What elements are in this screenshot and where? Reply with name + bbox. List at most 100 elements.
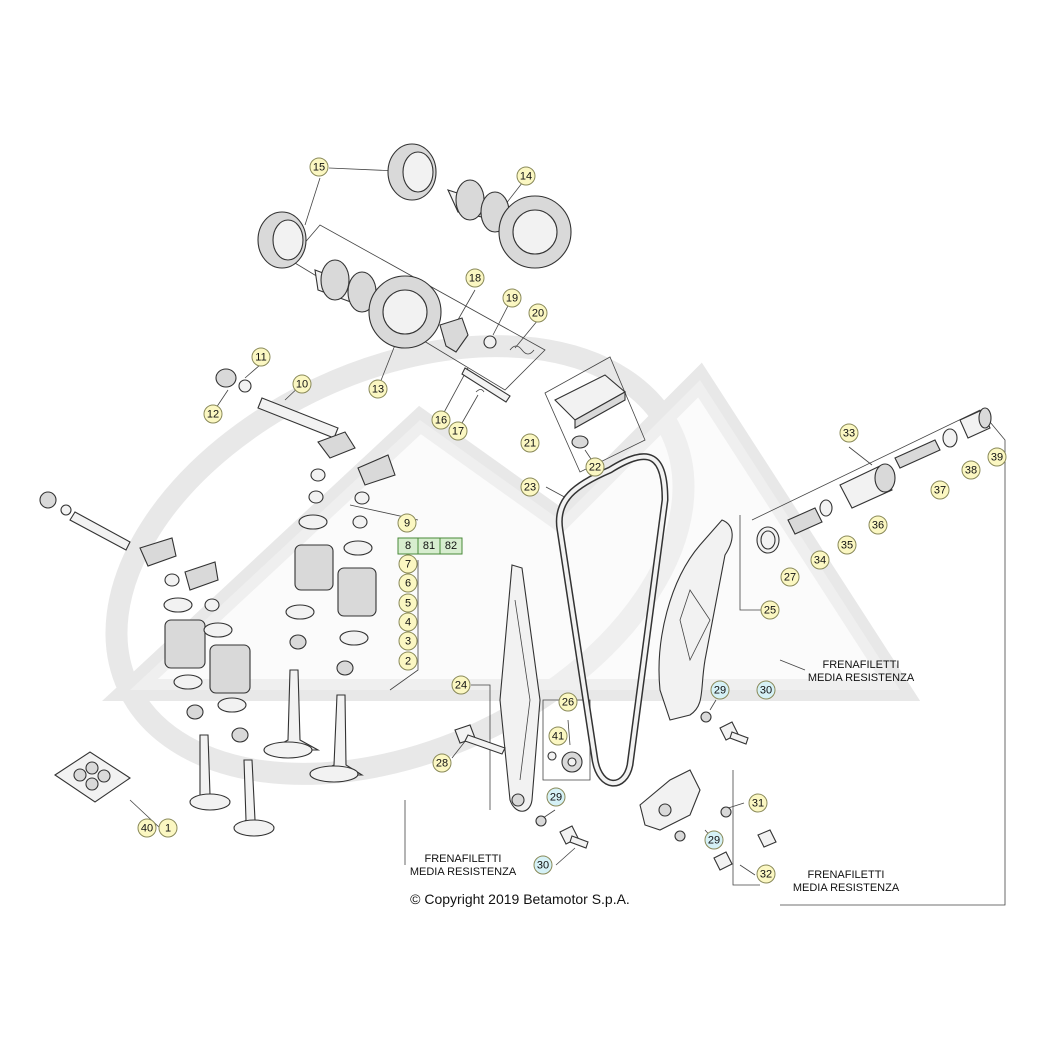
callout-circle	[704, 830, 724, 850]
callout-4: 4	[398, 612, 418, 632]
callout-circle	[548, 726, 568, 746]
callout-label: 36	[872, 520, 884, 532]
callout-circle	[398, 631, 418, 651]
callout-circle	[465, 268, 485, 288]
tensioner-assembly	[756, 407, 992, 554]
callout-label: 6	[405, 578, 411, 590]
callout-label: 4	[405, 617, 411, 629]
note-3-line1: FRENAFILETTI	[807, 869, 884, 881]
callout-29: 29	[704, 830, 724, 850]
callout-label: 40	[141, 823, 153, 835]
callout-circle	[398, 554, 418, 574]
callout-25: 25	[760, 600, 780, 620]
rocker-arms	[139, 431, 396, 591]
callout-9: 9	[397, 513, 417, 533]
callout-circle	[520, 433, 540, 453]
callout-label: 24	[455, 680, 467, 692]
callout-label: 7	[405, 559, 411, 571]
callout-circle	[533, 855, 553, 875]
callout-label: 3	[405, 636, 411, 648]
callout-circle	[398, 612, 418, 632]
callout-circle	[810, 550, 830, 570]
callout-32: 32	[756, 864, 776, 884]
chain-guide-blade	[499, 564, 541, 812]
callout-label: 31	[752, 798, 764, 810]
callout-label: 22	[589, 462, 601, 474]
callout-circle	[431, 410, 451, 430]
callout-circle	[961, 460, 981, 480]
callout-circle	[398, 651, 418, 671]
callout-28: 28	[432, 753, 452, 773]
callout-label: 15	[313, 162, 325, 174]
copyright-text: © Copyright 2019 Betamotor S.p.A.	[410, 891, 630, 907]
callout-20: 20	[528, 303, 548, 323]
callout-2: 2	[398, 651, 418, 671]
callout-label: 39	[991, 452, 1003, 464]
valves	[189, 669, 364, 837]
callout-label: 33	[843, 428, 855, 440]
callout-label: 10	[296, 379, 308, 391]
callout-circle	[432, 753, 452, 773]
callout-circle	[760, 600, 780, 620]
callout-label: 16	[435, 415, 447, 427]
callout-24: 24	[451, 675, 471, 695]
callout-label: 29	[708, 835, 720, 847]
callout-label: 18	[469, 273, 481, 285]
callout-22: 22	[585, 457, 605, 477]
callout-13: 13	[368, 379, 388, 399]
callout-31: 31	[748, 793, 768, 813]
tensioner-blade	[658, 519, 733, 721]
callout-circle	[397, 513, 417, 533]
callout-3: 3	[398, 631, 418, 651]
callout-41: 41	[548, 726, 568, 746]
watermark-logo	[102, 335, 921, 785]
callout-39: 39	[987, 447, 1007, 467]
callout-label: 5	[405, 598, 411, 610]
callout-label: 17	[452, 426, 464, 438]
callout-12: 12	[203, 404, 223, 424]
tag-82: 82	[439, 537, 463, 555]
tag-group: 8 81 82	[397, 537, 463, 555]
note-2-line2: MEDIA RESISTENZA	[410, 866, 517, 878]
tag-82-label: 82	[445, 540, 457, 552]
callout-circle	[309, 157, 329, 177]
callout-circle	[558, 692, 578, 712]
callout-circle	[987, 447, 1007, 467]
callout-label: 28	[436, 758, 448, 770]
callout-23: 23	[520, 477, 540, 497]
callout-5: 5	[398, 593, 418, 613]
cap-and-ring	[215, 368, 252, 393]
callout-35: 35	[837, 535, 857, 555]
callout-label: 34	[814, 555, 826, 567]
callout-circle	[528, 303, 548, 323]
callout-circle	[520, 477, 540, 497]
callout-label: 35	[841, 540, 853, 552]
callout-36: 36	[868, 515, 888, 535]
callout-label: 21	[524, 438, 536, 450]
callout-circle	[756, 680, 776, 700]
callout-circle	[398, 573, 418, 593]
callout-label: 14	[520, 171, 532, 183]
callout-label: 38	[965, 465, 977, 477]
tag-81-label: 81	[423, 540, 435, 552]
callout-circle	[756, 864, 776, 884]
callout-circle	[839, 423, 859, 443]
callout-10: 10	[292, 374, 312, 394]
callout-label: 23	[524, 482, 536, 494]
callout-circle	[930, 480, 950, 500]
callout-27: 27	[780, 567, 800, 587]
rocker-shaft	[39, 397, 339, 551]
callout-label: 37	[934, 485, 946, 497]
callout-label: 1	[165, 823, 171, 835]
callout-18: 18	[465, 268, 485, 288]
callout-circle	[251, 347, 271, 367]
camshaft-part-14	[446, 179, 572, 269]
callout-circle	[837, 535, 857, 555]
callout-circle	[780, 567, 800, 587]
valve-springs	[163, 468, 377, 743]
callout-circle	[451, 675, 471, 695]
timing-chain	[555, 453, 669, 787]
callout-circle	[502, 288, 522, 308]
callout-29: 29	[546, 787, 566, 807]
callout-label: 26	[562, 697, 574, 709]
